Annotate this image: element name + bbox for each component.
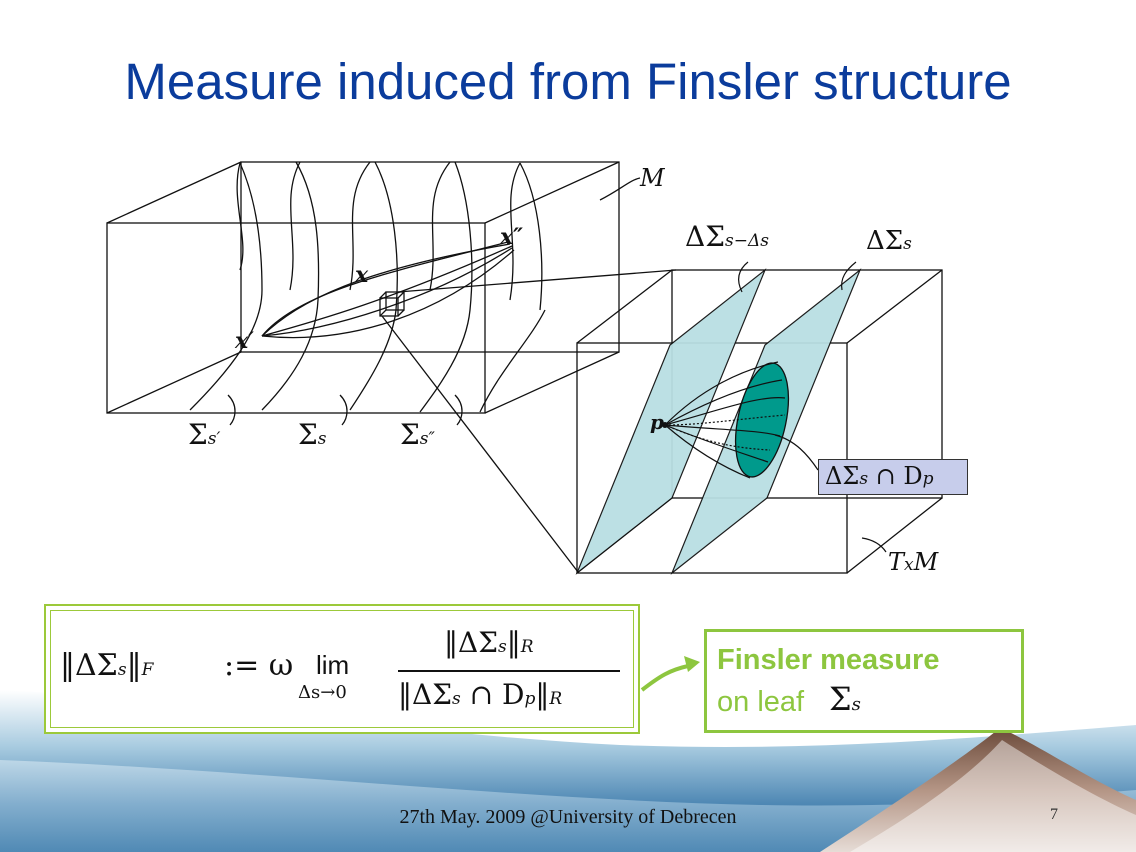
label-m: M — [640, 164, 665, 192]
label-x-dprime: x″ — [500, 224, 523, 250]
box-m-front — [106, 222, 486, 414]
label-delta-sigma-cap-dp: ΔΣs ∩ Dp — [818, 459, 968, 495]
formula-denominator: ‖ΔΣs ∩ Dp‖R — [398, 678, 563, 711]
label-delta-sigma-s: ΔΣs — [866, 226, 912, 256]
fraction-bar — [398, 670, 620, 672]
callout-line1: Finsler measure — [717, 644, 940, 676]
formula-lim: lim — [316, 650, 350, 680]
formula-lim-sub: Δs→0 — [298, 682, 347, 703]
label-delta-sigma-s-minus: ΔΣs−Δs — [685, 220, 770, 253]
label-x-prime: x′ — [235, 328, 254, 354]
label-txm: TxM — [888, 548, 939, 576]
slide-title: Measure induced from Finsler structure — [124, 53, 1012, 110]
formula-numerator: ‖ΔΣs‖R — [444, 626, 534, 659]
label-p: p — [650, 410, 664, 434]
box-m-back — [240, 161, 620, 353]
callout-symbol: Σs — [829, 680, 861, 718]
label-sigma-s: Σs — [298, 418, 327, 451]
label-x: x — [355, 262, 369, 288]
label-sigma-s-dprime: Σs″ — [400, 418, 435, 451]
formula-box: ‖ΔΣs‖F := ω lim Δs→0 ‖ΔΣs‖R ‖ΔΣs ∩ Dp‖R — [44, 604, 640, 734]
slide-footer: 27th May. 2009 @University of Debrecen — [399, 806, 737, 828]
finsler-measure-callout: Finsler measure on leaf Σs — [704, 629, 1024, 733]
page-number: 7 — [1050, 806, 1058, 823]
formula-assign: := ω — [224, 648, 294, 683]
formula-lhs: ‖ΔΣs‖F — [60, 648, 154, 683]
callout-line2: on leaf — [717, 686, 805, 718]
leaf-curve — [236, 162, 244, 271]
label-sigma-s-prime: Σs′ — [188, 418, 221, 451]
